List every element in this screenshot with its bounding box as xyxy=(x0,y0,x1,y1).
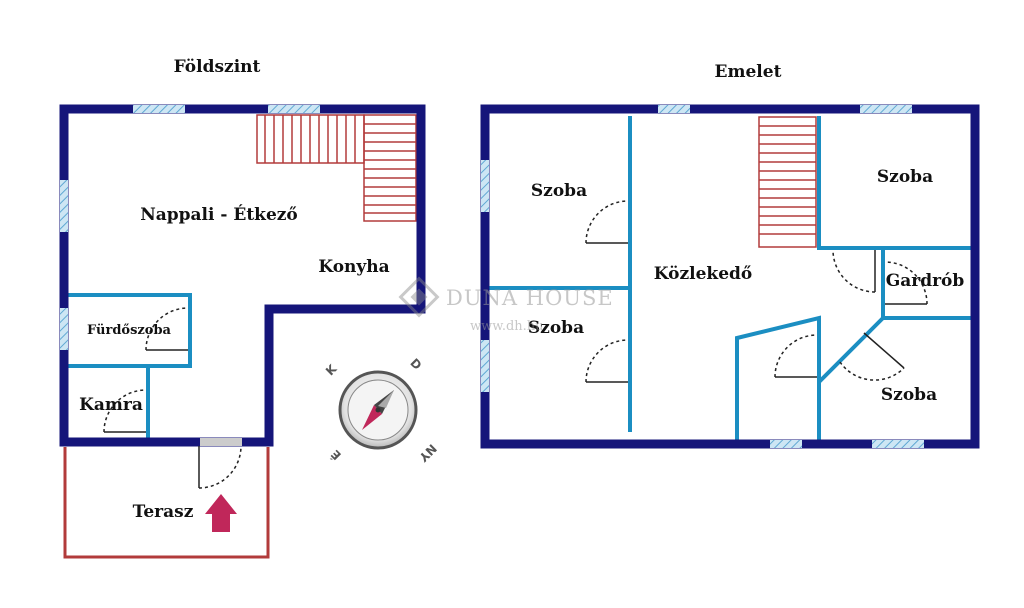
room-label-furdoszoba: Fürdőszoba xyxy=(87,323,172,338)
watermark: DUNA HOUSE www.dh.hu xyxy=(398,276,614,334)
room-label-gardrob: Gardrób xyxy=(886,271,965,291)
ground-floor: Nappali - Étkező Konyha Fürdőszoba Kamra… xyxy=(59,104,426,559)
ground-doors xyxy=(103,307,242,489)
ground-inner-walls xyxy=(66,293,192,440)
room-label-nappali: Nappali - Étkező xyxy=(140,204,298,225)
upper-floor-title: Emelet xyxy=(715,62,782,82)
room-label-kozlekedo: Közlekedő xyxy=(654,264,753,284)
upper-windows xyxy=(481,105,924,448)
compass-letter-d: D xyxy=(407,356,424,373)
compass: K D NY É xyxy=(323,356,439,465)
entry-arrow-icon xyxy=(205,494,237,532)
room-label-szoba-bottom-right: Szoba xyxy=(881,385,937,405)
room-label-szoba-top-right: Szoba xyxy=(877,167,933,187)
room-label-konyha: Konyha xyxy=(318,257,389,277)
ground-stairs xyxy=(256,114,417,222)
room-label-szoba-mid-left: Szoba xyxy=(528,318,584,338)
upper-doors xyxy=(585,200,928,383)
compass-letter-ny: NY xyxy=(416,441,439,464)
upper-floor: Szoba Szoba Közlekedő Szoba Gardrób Szob… xyxy=(480,104,980,449)
room-label-terasz: Terasz xyxy=(133,502,194,522)
duna-house-logo-icon xyxy=(398,276,440,318)
upper-inner-walls xyxy=(488,116,973,440)
upper-stairs xyxy=(758,116,817,248)
room-label-kamra: Kamra xyxy=(79,395,143,415)
upper-outer-wall xyxy=(480,104,980,449)
ground-floor-title: Földszint xyxy=(174,57,261,77)
watermark-url: www.dh.hu xyxy=(470,319,544,334)
room-label-szoba-top-left: Szoba xyxy=(531,181,587,201)
ground-outer-wall xyxy=(59,104,426,447)
compass-letter-k: K xyxy=(323,361,340,378)
terrace-outline xyxy=(63,447,270,559)
ground-windows xyxy=(60,105,320,446)
watermark-brand: DUNA HOUSE xyxy=(446,286,614,310)
compass-letter-e: É xyxy=(328,447,344,463)
